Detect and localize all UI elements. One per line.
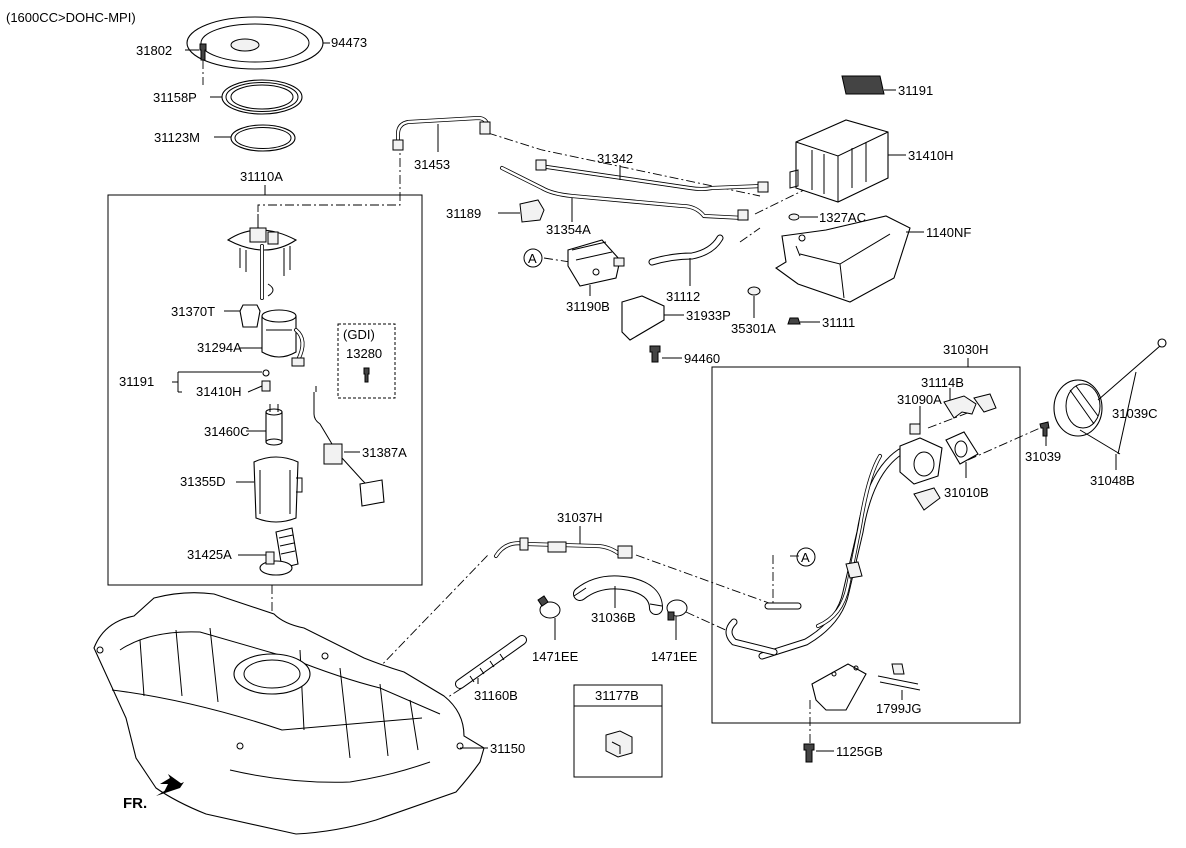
- vent-31453: [567, 239, 625, 287]
- label-31160B: 31160B: [474, 688, 518, 703]
- label-31150: 31150: [490, 741, 525, 756]
- label-31410H: 31410H: [908, 148, 954, 163]
- oring-31933P: [262, 369, 270, 377]
- pump-body-31112: [261, 309, 305, 367]
- callout-a1-label: A: [528, 251, 537, 266]
- label-31111: 31460C: [204, 424, 250, 439]
- front-arrow-icon: [160, 774, 182, 792]
- callout-a1: [523, 248, 543, 268]
- regulator-35301A: [261, 380, 271, 392]
- label-31030H: 31030H: [943, 342, 989, 357]
- clamp-1471EE-right: [666, 599, 688, 621]
- pipe-31160B: [455, 635, 527, 689]
- hose-31037H: [494, 537, 633, 559]
- callout-a2: [796, 547, 816, 567]
- label-35301A: 31410H: [196, 384, 242, 399]
- label-31158P: 31158P: [153, 90, 197, 105]
- strainer-31090A: [259, 527, 299, 576]
- label-31802: 31802: [136, 43, 172, 58]
- gasket-31048B: [945, 431, 979, 465]
- clip-box: [573, 684, 663, 778]
- label-31010: 31048B: [1090, 473, 1135, 488]
- hose-31342: [648, 234, 724, 266]
- engine-note: (1600CC>DOHC-MPI): [6, 10, 136, 25]
- label-31112: 31294A: [197, 340, 242, 355]
- screw-31039: [1039, 421, 1050, 437]
- label-31046: 31090A: [897, 392, 942, 407]
- part-13280-bolt: [363, 367, 370, 383]
- bracket-31189: [621, 295, 665, 341]
- label-1799JG: 1799JG: [876, 701, 922, 716]
- label-31039: 31039: [1025, 449, 1061, 464]
- label-1471EE-a: 1471EE: [532, 649, 579, 664]
- seal-31046: [909, 423, 921, 435]
- label-31177B: 31177B: [595, 688, 639, 703]
- label-1140NF: 94460: [684, 351, 720, 366]
- filler-assembly-box: [711, 366, 1021, 724]
- label-1471EE-b: 1471EE: [651, 649, 698, 664]
- label-31114B: 31355D: [180, 474, 226, 489]
- hose-31036B: [573, 575, 663, 615]
- pump-flange-31110A: [226, 214, 298, 300]
- label-31933P: 31191: [119, 374, 154, 389]
- label-31342: 31112: [666, 289, 700, 304]
- label-31354A: 35301A: [731, 321, 776, 336]
- bracket-31425A: [775, 215, 911, 303]
- label-31037H: 31037H: [557, 510, 603, 525]
- bracket-31039C: [943, 395, 977, 419]
- label-31039C: 31114B: [921, 375, 964, 390]
- bolt-1140NF: [649, 345, 661, 363]
- label-1125GB: 1125GB: [836, 744, 883, 759]
- label-31460C: 31189: [446, 206, 481, 221]
- label-94460: 31387A: [362, 445, 407, 460]
- fuel-cap-31010: [1053, 338, 1167, 437]
- tie-1799JG: [877, 675, 921, 691]
- bolt-1125GB: [803, 743, 815, 763]
- label-94473: 94473: [331, 35, 367, 50]
- canister-31410H: [789, 119, 889, 203]
- gdi-label: (GDI): [343, 327, 375, 342]
- label-31189: 31933P: [686, 308, 731, 323]
- label-31010B: 31039C: [1112, 406, 1158, 421]
- gasket-31123M: [230, 124, 296, 152]
- label-1327AC: 31111: [822, 315, 855, 330]
- label-31191: 31191: [898, 83, 933, 98]
- label-13280: 13280: [346, 346, 382, 361]
- callout-a2-label: A: [801, 550, 810, 565]
- label-31190B: 31370T: [171, 304, 215, 319]
- label-31370T: 31453: [414, 157, 450, 172]
- reservoir-31114B: [253, 456, 303, 523]
- label-31036B: 31036B: [591, 610, 636, 625]
- label-31425A: 1140NF: [926, 225, 971, 240]
- tube-31294A: [535, 159, 769, 193]
- label-31387A: 31354A: [546, 222, 591, 237]
- washer-31355D: [788, 213, 800, 221]
- gdi-box: [337, 323, 396, 399]
- sender-94460: [313, 386, 385, 507]
- label-31453: 31190B: [566, 299, 610, 314]
- front-label: FR.: [123, 795, 147, 812]
- clamp-1471EE-left: [537, 595, 561, 619]
- label-31090A: 31425A: [187, 547, 232, 562]
- label-31355D: 1327AC: [819, 210, 866, 225]
- filter-31191: [841, 75, 885, 95]
- label-31110A: 31110A: [240, 169, 283, 184]
- filler-neck-31030H: [725, 437, 943, 660]
- tube-31387A: [500, 166, 749, 221]
- tube-31370T: [392, 115, 491, 151]
- filter-31190B: [239, 304, 261, 328]
- bolt-31802: [199, 43, 207, 61]
- grommet-31354A: [747, 286, 761, 296]
- label-31123M: 31123M: [154, 130, 200, 145]
- label-31294A: 31342: [597, 151, 633, 166]
- clip-31177B-part: [605, 730, 633, 758]
- clip-31460C: [519, 199, 545, 223]
- pump-motor-31111: [265, 404, 283, 446]
- nut-1327AC: [787, 317, 801, 325]
- fuel-tank-31150: [93, 592, 485, 835]
- label-31048B: 31010B: [944, 485, 989, 500]
- bracket-lower: [811, 663, 867, 711]
